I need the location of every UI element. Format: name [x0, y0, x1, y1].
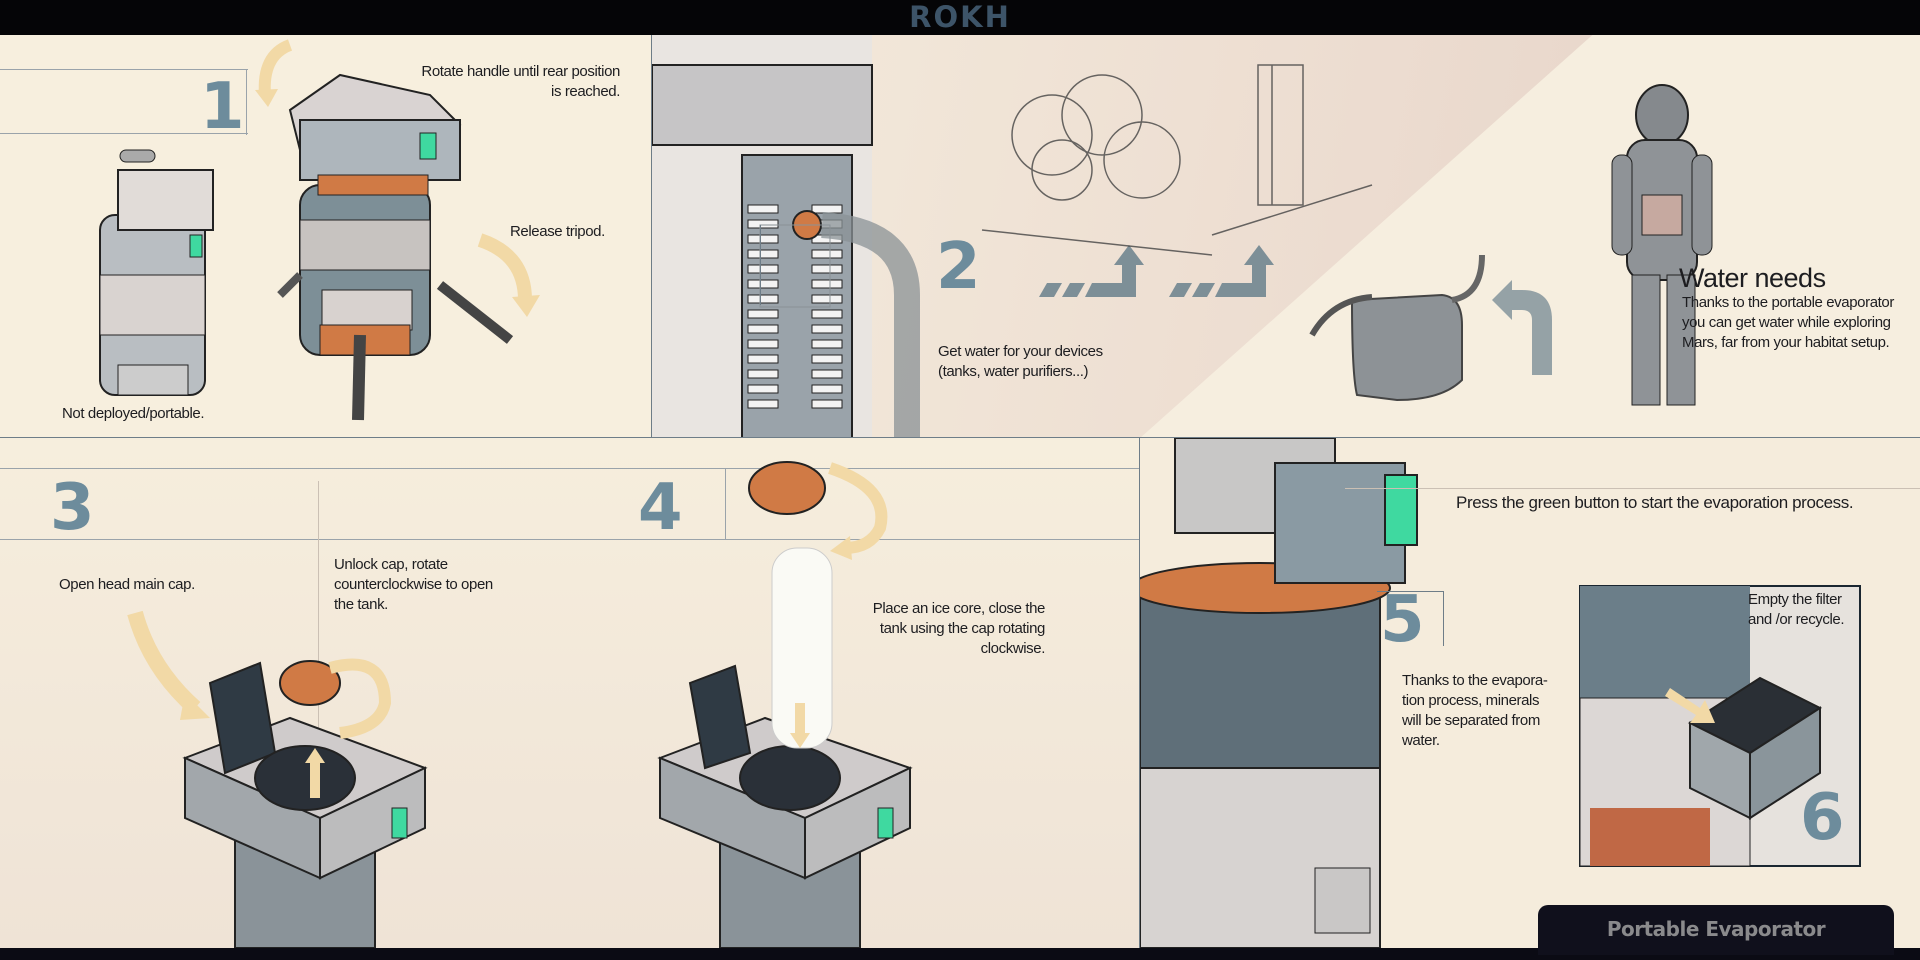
step-1-caption-rotate: Rotate handle until rear position is rea…: [421, 63, 620, 100]
release-arrow-icon: [477, 233, 532, 301]
frame-line: [0, 468, 1140, 469]
step-3-caption-open: Open head main cap.: [59, 576, 195, 593]
frame-line: [760, 225, 761, 305]
step-4-caption: Place an ice core, close the tank using …: [872, 600, 1046, 657]
frame-line: [725, 468, 726, 540]
steps-5-6-illustration: [1140, 438, 1861, 948]
open-arrow-icon: [127, 610, 201, 714]
frame-line: [0, 539, 1140, 540]
down-arrow-icon: [790, 703, 810, 748]
product-name-tab: Portable Evaporator: [1538, 905, 1894, 955]
frame-line: [1345, 488, 1920, 489]
astronaut-illustration: [1611, 84, 1713, 406]
step-number-6: 6: [1800, 781, 1845, 855]
steps-5-6-panel: 5 6 Press the green button to start the …: [1140, 438, 1920, 948]
step-2-caption: Get water for your devices (tanks, water…: [938, 343, 1103, 380]
step-5-caption-press: Press the green button to start the evap…: [1456, 493, 1854, 512]
step-2-panel: 2 Get water for your devices (tanks, wat…: [652, 35, 1920, 438]
water-needs-body: Thanks to the portable evaporator you ca…: [1682, 294, 1894, 351]
steps-3-4-illustration: [127, 461, 913, 948]
step-1-panel: 1 Rotate handle until rear position is r…: [0, 35, 652, 438]
up-arrow-icon: [305, 748, 325, 798]
filter-arrow-icon: [1665, 688, 1715, 723]
bottom-bar: [0, 948, 1920, 960]
step-6-caption: Empty the filter and /or recycle.: [1748, 591, 1845, 628]
frame-line: [1443, 591, 1444, 646]
clockwise-arrow-icon: [828, 462, 888, 554]
step-number-5: 5: [1380, 583, 1425, 657]
frame-line: [1377, 591, 1444, 592]
green-start-button: [1384, 474, 1418, 546]
water-needs-title: Water needs: [1679, 263, 1826, 293]
step-3-caption-unlock: Unlock cap, rotate counterclockwise to o…: [334, 556, 493, 613]
ice-core: [771, 547, 833, 749]
product-name: Portable Evaporator: [1606, 917, 1826, 941]
rotate-arrow-icon: [258, 39, 293, 96]
frame-line: [246, 69, 247, 135]
frame-line: [0, 69, 248, 70]
cap-icon: [748, 461, 826, 515]
brand-logo: ROKH: [909, 0, 1011, 34]
step-2-illustration: [652, 35, 1713, 438]
step-number-2: 2: [936, 230, 981, 304]
step-1-illustration: [99, 39, 540, 421]
cap-icon: [279, 660, 341, 706]
frame-line: [318, 481, 319, 948]
step-1-caption-tripod: Release tripod.: [510, 223, 605, 240]
green-button-icon: [419, 132, 437, 160]
sequence-arrows-icon: [1039, 245, 1274, 297]
step-number-1: 1: [200, 70, 245, 144]
steps-3-4-panel: 3 4 Open head main cap. Unlock cap, rota…: [0, 438, 1140, 948]
water-tank-illustration: [1309, 254, 1485, 402]
top-bar: [0, 0, 1920, 35]
step-number-4: 4: [638, 471, 683, 545]
step-1-caption-portable: Not deployed/portable.: [62, 405, 205, 422]
frame-line: [0, 133, 248, 134]
step-number-3: 3: [50, 471, 95, 545]
counterclockwise-arrow-icon: [328, 658, 392, 739]
step-5-caption-minerals: Thanks to the evapora-tion process, mine…: [1402, 672, 1548, 749]
